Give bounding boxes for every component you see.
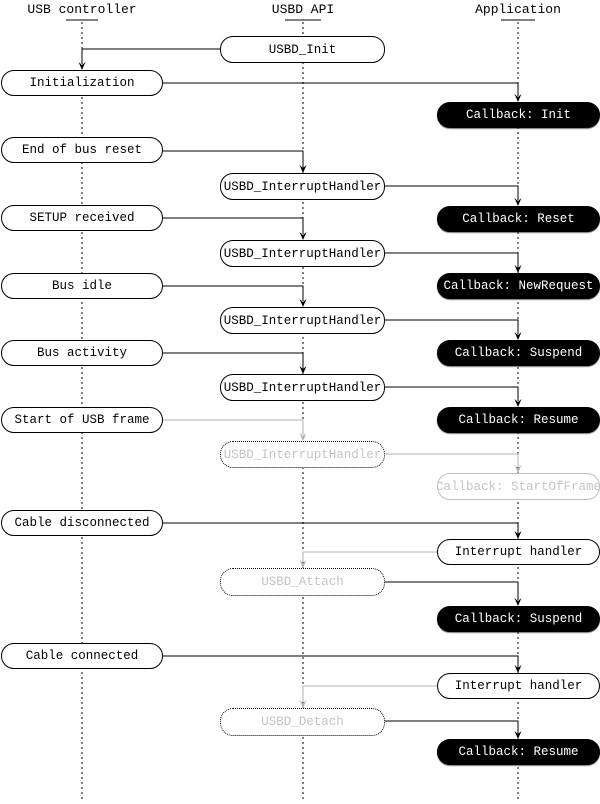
connector-interrupt-handler-to-usbd-attach xyxy=(299,551,437,568)
column-header-application: Application xyxy=(475,2,561,17)
node-cable-disconnected: Cable disconnected xyxy=(1,510,163,536)
node-start-of-usb-frame: Start of USB frame xyxy=(1,407,163,433)
node-usbd-interrupthandler-3: USBD_InterruptHandler xyxy=(220,307,385,334)
node-usbd-interrupthandler-4: USBD_InterruptHandler xyxy=(220,374,385,401)
node-usbd-interrupthandler-1: USBD_InterruptHandler xyxy=(220,173,385,200)
node-callback-startofframe-ghost: Callback: StartOfFrame xyxy=(437,473,600,500)
connector-usbd-init-to-initialization xyxy=(78,48,220,70)
node-interrupt-handler-2: Interrupt handler xyxy=(437,673,600,699)
connector-bus-idle-to-interrupthandler xyxy=(163,285,307,307)
connector-bus-activity-to-interrupthandler xyxy=(163,352,307,374)
connector-interrupt-handler-to-usbd-detach xyxy=(299,685,437,708)
connector-start-of-usb-frame-to-ghost-interrupthandler xyxy=(163,419,307,441)
node-end-of-bus-reset: End of bus reset xyxy=(1,137,163,163)
node-usbd-interrupthandler-ghost: USBD_InterruptHandler xyxy=(220,441,385,468)
node-callback-resume-1: Callback: Resume xyxy=(437,407,600,433)
node-callback-suspend-1: Callback: Suspend xyxy=(437,340,600,366)
connector-end-of-bus-reset-to-interrupthandler xyxy=(163,150,307,173)
node-callback-newrequest: Callback: NewRequest xyxy=(437,273,600,299)
node-setup-received: SETUP received xyxy=(1,205,163,231)
column-header-usbd-api: USBD API xyxy=(271,2,335,17)
node-usbd-init: USBD_Init xyxy=(220,36,385,63)
node-callback-reset: Callback: Reset xyxy=(437,206,600,232)
connector-cable-connected-to-interrupt-handler xyxy=(163,655,522,673)
connector-interrupthandler-to-callback-newrequest xyxy=(385,252,522,273)
connector-interrupthandler-to-callback-resume xyxy=(385,386,522,407)
node-usbd-interrupthandler-2: USBD_InterruptHandler xyxy=(220,240,385,267)
connector-initialization-to-callback-init xyxy=(163,82,522,102)
node-usbd-detach-ghost: USBD_Detach xyxy=(220,708,385,736)
node-bus-activity: Bus activity xyxy=(1,340,163,366)
column-header-usb-controller: USB controller xyxy=(27,2,137,17)
node-callback-resume-2: Callback: Resume xyxy=(437,739,600,765)
node-interrupt-handler-1: Interrupt handler xyxy=(437,539,600,565)
connector-setup-received-to-interrupthandler xyxy=(163,217,307,240)
connector-usbd-attach-to-callback-suspend xyxy=(385,581,522,606)
connector-interrupthandler-to-callback-suspend xyxy=(385,319,522,340)
connector-usbd-detach-to-callback-resume xyxy=(385,720,522,739)
node-usbd-attach-ghost: USBD_Attach xyxy=(220,568,385,596)
connector-ghost-interrupthandler-to-callback-startofframe xyxy=(385,453,522,473)
node-cable-connected: Cable connected xyxy=(1,643,163,669)
node-initialization: Initialization xyxy=(1,70,163,96)
connector-interrupthandler-to-callback-reset xyxy=(385,185,522,206)
node-bus-idle: Bus idle xyxy=(1,273,163,299)
node-callback-init: Callback: Init xyxy=(437,102,600,128)
node-callback-suspend-2: Callback: Suspend xyxy=(437,606,600,632)
connector-cable-disconnected-to-interrupt-handler xyxy=(163,522,522,539)
